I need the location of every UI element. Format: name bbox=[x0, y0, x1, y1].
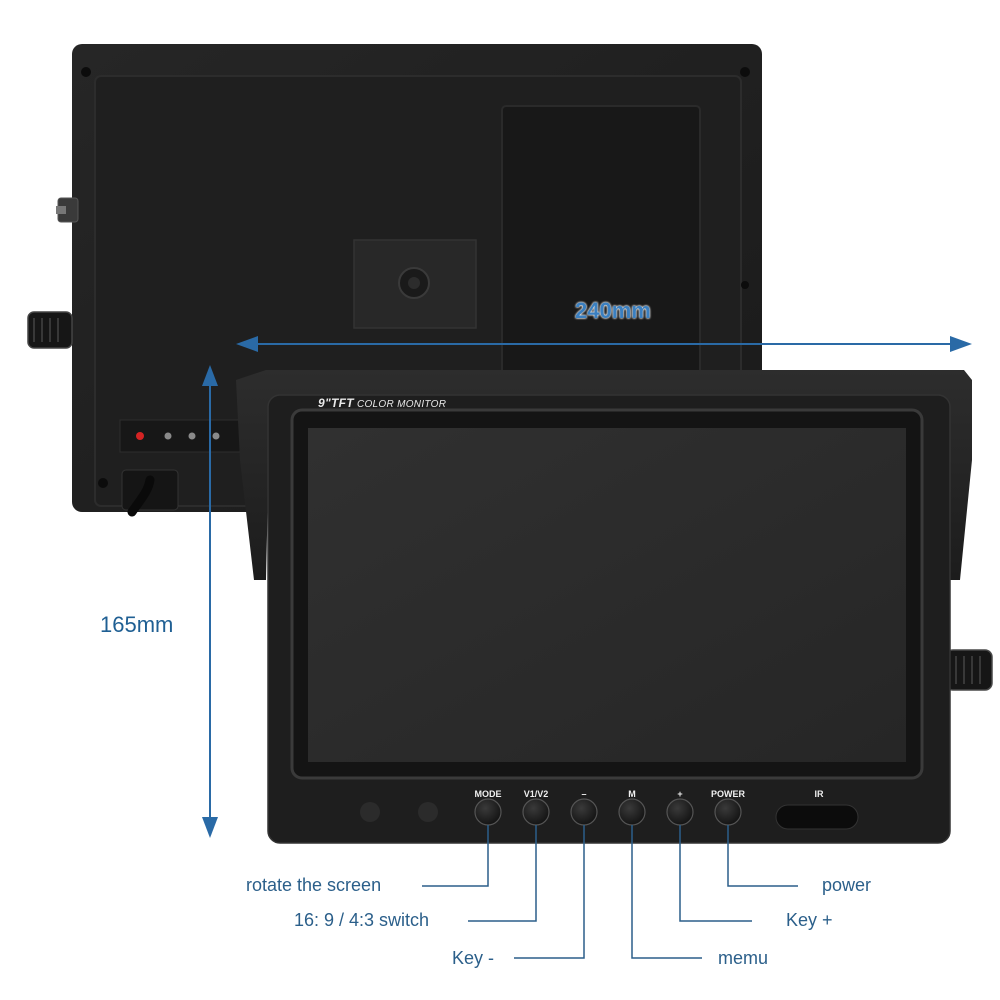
brand-size: 9"TFT bbox=[318, 396, 354, 410]
callout-minus: Key - bbox=[452, 948, 495, 968]
mode-button[interactable] bbox=[474, 798, 502, 826]
terminal-strip bbox=[119, 419, 241, 453]
ir-window bbox=[775, 804, 859, 830]
brand-subtitle: COLOR MONITOR bbox=[356, 399, 447, 410]
side-connector bbox=[56, 206, 66, 214]
control-buttons bbox=[474, 798, 742, 826]
power-button-label: POWER bbox=[710, 789, 745, 799]
arrow-left-icon bbox=[236, 336, 258, 352]
plus-button[interactable] bbox=[666, 798, 694, 826]
ir-label: IR bbox=[814, 789, 824, 799]
brand-text: 9"TFT COLOR MONITOR bbox=[318, 396, 446, 410]
arrow-right-icon bbox=[950, 336, 972, 352]
screw-icon bbox=[740, 67, 750, 77]
mode-button-label: MODE bbox=[474, 789, 502, 799]
sun-hood bbox=[236, 370, 972, 580]
v1v2-button[interactable] bbox=[522, 798, 550, 826]
screw-icon bbox=[81, 67, 91, 77]
callout-mode: rotate the screen bbox=[246, 875, 382, 895]
speaker-icon bbox=[360, 802, 380, 822]
arrow-up-icon bbox=[202, 365, 218, 386]
menu-leader-line bbox=[631, 825, 702, 959]
height-label: 165mm bbox=[100, 612, 174, 637]
plus-leader-line bbox=[679, 825, 752, 922]
minus-leader-line bbox=[514, 825, 585, 959]
callout-plus: Key + bbox=[786, 910, 833, 930]
front-view-monitor bbox=[236, 370, 993, 844]
callout-lines bbox=[422, 825, 798, 959]
minus-button-label: – bbox=[581, 789, 587, 799]
width-label: 240mm bbox=[575, 298, 651, 323]
side-knob bbox=[945, 649, 993, 691]
arrow-down-icon bbox=[202, 817, 218, 838]
cable bbox=[127, 475, 155, 517]
power-button[interactable] bbox=[714, 798, 742, 826]
display-screen bbox=[308, 428, 906, 762]
screw-icon bbox=[98, 478, 108, 488]
height-dimension bbox=[202, 365, 218, 838]
indicator-led bbox=[136, 432, 144, 440]
power-leader-line bbox=[727, 825, 798, 887]
minus-button[interactable] bbox=[570, 798, 598, 826]
v1v2-button-label: V1/V2 bbox=[523, 789, 549, 799]
v1v2-leader-line bbox=[468, 825, 537, 922]
callout-v1v2: 16: 9 / 4:3 switch bbox=[294, 910, 430, 930]
callout-power: power bbox=[822, 875, 872, 895]
menu-button[interactable] bbox=[618, 798, 646, 826]
callout-menu: memu bbox=[718, 948, 769, 968]
mode-leader-line bbox=[422, 825, 489, 887]
screw-icon bbox=[741, 281, 749, 289]
width-dimension bbox=[236, 336, 972, 352]
speaker-icon bbox=[418, 802, 438, 822]
plus-button-label: + bbox=[677, 789, 683, 799]
menu-button-label: M bbox=[628, 789, 636, 799]
rear-cover-door bbox=[501, 105, 701, 377]
